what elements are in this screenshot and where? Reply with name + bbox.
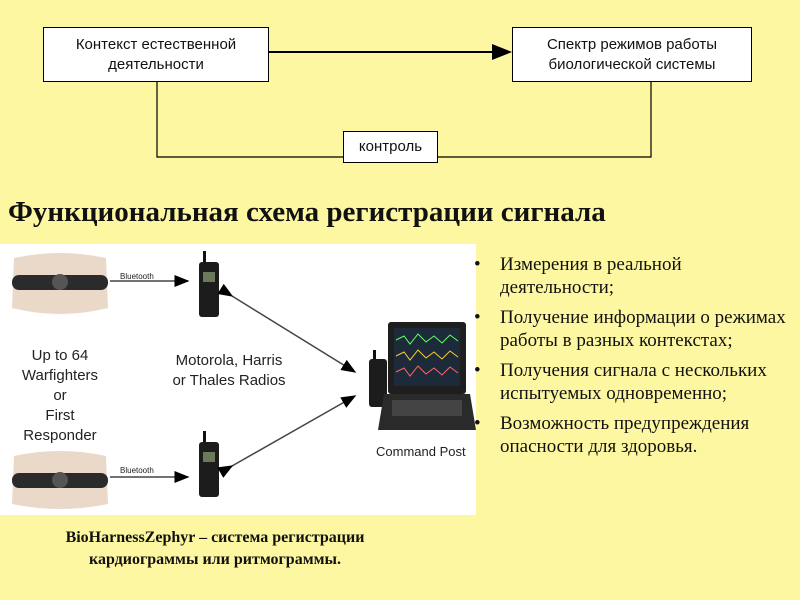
chest-strap-top [12, 253, 108, 314]
link-arrow-top [217, 283, 357, 373]
system-illustration-graphic [12, 251, 476, 509]
bullet-item: Получения сигнала с нескольких испытуемы… [470, 359, 790, 405]
radio-top [199, 251, 219, 317]
control-box-label: контроль [358, 138, 423, 155]
radio-center [369, 350, 387, 407]
system-illustration: Bluetooth Bluetooth Up to 64 Warfighters… [0, 244, 476, 515]
context-box-label: Контекст естественной деятельности [75, 35, 237, 73]
control-box: контроль [343, 131, 438, 163]
warfighters-label: Up to 64 Warfighters or First Responder [21, 347, 99, 444]
slide-title: Функциональная схема регистрации сигнала [8, 196, 606, 228]
radios-label: Motorola, Harris or Thales Radios [172, 352, 286, 389]
bluetooth-label-top: Bluetooth [120, 272, 154, 281]
bullet-item: Измерения в реальной деятельности; [470, 253, 790, 299]
radio-bottom [199, 431, 219, 497]
bullet-item: Возможность предупреждения опасности для… [470, 412, 790, 458]
link-arrow-bottom [217, 395, 357, 478]
command-post-label: Command Post [376, 444, 466, 459]
feedback-loop-line [156, 82, 343, 158]
bullet-item: Получение информации о режимах работы в … [470, 306, 790, 352]
context-box: Контекст естественной деятельности [43, 27, 269, 82]
bullet-list: Измерения в реальной деятельности; Получ… [470, 253, 790, 465]
bluetooth-label-bottom: Bluetooth [120, 466, 154, 475]
spectrum-box-label: Спектр режимов работы биологической сист… [546, 35, 718, 73]
caption: BioHarnessZephyr – система регистрации к… [65, 529, 365, 568]
chest-strap-bottom [12, 451, 108, 509]
laptop-command-post [378, 322, 476, 430]
feedback-loop-line-right [438, 82, 652, 158]
spectrum-box: Спектр режимов работы биологической сист… [512, 27, 752, 82]
